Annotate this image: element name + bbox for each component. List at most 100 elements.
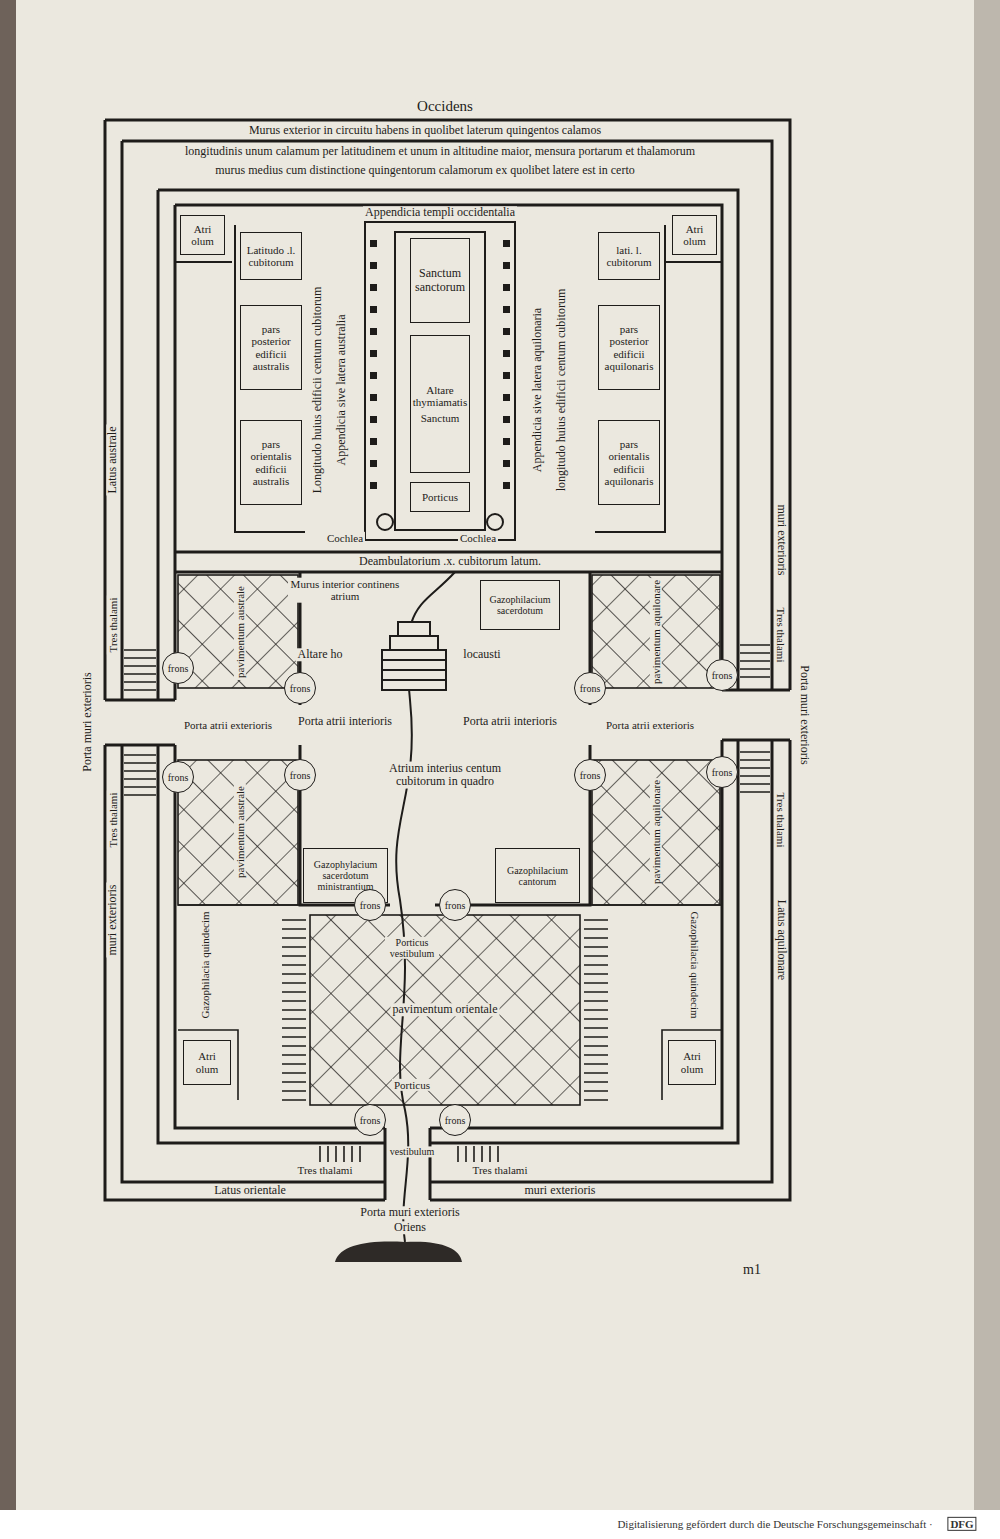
vertical-label: Appendicia sive latera australia (335, 313, 348, 468)
plan-label: Atrium interius centum cubitorum in quad… (368, 762, 522, 789)
frons-circle: frons (354, 1104, 386, 1136)
plan-label: Deambulatorium .x. cubitorum latum. (357, 555, 543, 568)
room-label: Gazophilacium sacerdotum (484, 594, 556, 616)
vertical-label: Longitudo huius edificii centum cubitoru… (311, 285, 324, 496)
plan-label: Altare ho (296, 648, 345, 661)
room-label: frons (290, 770, 311, 781)
room-label: frons (168, 772, 189, 783)
room-label: frons (712, 670, 733, 681)
vertical-label: longitudo huius edificii centum cubitoru… (555, 287, 568, 494)
frons-circle: frons (574, 672, 606, 704)
middle-wall-inner-line (175, 205, 722, 1128)
vertical-label: Tres thalami (775, 791, 787, 850)
room-box: Atri olum (180, 215, 225, 255)
plan-label: Porta atrii exterioris (603, 719, 697, 731)
room-box: pars orientalis edificii australis (240, 420, 302, 505)
plan-label: Appendicia templi occidentalia (363, 206, 517, 219)
room-label: pars orientalis edificii australis (244, 438, 298, 486)
vertical-label: Porta muri exterioris (797, 663, 810, 766)
room-box: Gazophilacium sacerdotum (480, 580, 560, 630)
room-label: Latitudo .l. cubitorum (244, 244, 298, 268)
middle-wall (158, 190, 738, 1143)
room-label: frons (712, 767, 733, 778)
temple-inner-outline (395, 232, 485, 530)
frons-circle: frons (354, 889, 386, 921)
plan-label: pavimentum orientale (391, 1003, 500, 1016)
vertical-label: Porta muri exterioris (81, 670, 94, 773)
room-label: frons (360, 900, 381, 911)
room-label: frons (168, 663, 189, 674)
hatched-pavement (178, 575, 298, 688)
walls (105, 120, 790, 1200)
room-label: frons (445, 1115, 466, 1126)
frons-circle: frons (284, 759, 316, 791)
plan-label: vestibulum (388, 1146, 436, 1157)
room-label: Gazophilacium cantorum (499, 865, 576, 887)
plan-label: DFG (947, 1517, 976, 1531)
room-label: lati. l. cubitorum (602, 244, 656, 268)
room-box: Porticus (410, 482, 470, 512)
frons-circle: frons (162, 761, 194, 793)
pavements (178, 575, 720, 1105)
cochlea-symbol (487, 514, 503, 530)
room-label: frons (360, 1115, 381, 1126)
frons-circle: frons (706, 756, 738, 788)
vertical-label: Latus australe (106, 425, 119, 496)
room-label: Sanctum sanctorum (414, 267, 466, 293)
plan-label: Porta atrii interioris (461, 715, 559, 728)
vertical-label: Gazophilacia quindecim (199, 909, 211, 1020)
temple-outline (365, 222, 515, 540)
plan-label: murus medius cum distinctione quingentor… (213, 164, 637, 177)
hatched-pavement (178, 760, 298, 905)
room-box: Gazophilacium cantorum (495, 848, 580, 903)
plan-label: Murus exterior in circuitu habens in quo… (247, 124, 603, 137)
room-label: frons (580, 770, 601, 781)
room-box: pars posterior edificii aquilonaris (598, 305, 660, 390)
plan-label: Digitalisierung gefördert durch die Deut… (615, 1518, 934, 1530)
temple-pillars (370, 240, 510, 489)
vertical-label: Tres thalami (775, 606, 787, 665)
vertical-label: pavimentum aquilonare (650, 778, 662, 886)
plan-label: Porta atrii exterioris (181, 719, 275, 731)
footer-band (0, 1510, 1000, 1539)
thalami-steps (124, 645, 770, 1162)
room-label: pars posterior edificii aquilonaris (602, 323, 656, 371)
inner-court-wall (300, 572, 590, 905)
cochlea-symbol (377, 514, 393, 530)
room-box: Sanctum sanctorum (410, 238, 470, 323)
vertical-label: pavimentum aquilonare (650, 578, 662, 686)
vertical-label: pavimentum australe (234, 584, 246, 680)
plan-label: Porticus vestibulum (385, 937, 439, 959)
outer-wall-inner-line (122, 141, 772, 1182)
plan-label: Porta muri exterioris (358, 1206, 461, 1219)
room-label: pars orientalis edificii aquilonaris (602, 438, 656, 486)
frons-circle: frons (162, 652, 194, 684)
hatched-pavement (310, 915, 580, 1105)
room-label: frons (290, 683, 311, 694)
hatched-pavement (592, 760, 720, 905)
room-box: Atri olum (668, 1040, 716, 1085)
room-label: Porticus (422, 491, 458, 503)
plan-label: Murus interior continens atrium (288, 578, 402, 603)
plan-label: muri exterioris (523, 1184, 598, 1197)
room-label: Gazophylacium sacerdotum ministrantium (307, 859, 384, 892)
gate-passages (105, 690, 790, 1200)
plan-label: Tres thalami (471, 1164, 530, 1176)
vertical-label: Appendicia sive latera aquilonaria (531, 306, 544, 474)
plan-label: Porta atrii interioris (296, 715, 394, 728)
outer-wall (105, 120, 790, 1200)
hatched-pavement (592, 575, 720, 688)
plan-label: m1 (741, 1262, 763, 1278)
vertical-label: Latus aquilonare (774, 898, 787, 982)
room-box: lati. l. cubitorum (598, 232, 660, 280)
room-label: Sanctum (421, 412, 460, 424)
plan-label: Occidens (415, 98, 475, 115)
frons-circle: frons (284, 672, 316, 704)
room-label: pars posterior edificii australis (244, 323, 298, 371)
frons-circle: frons (439, 889, 471, 921)
vertical-label: pavimentum australe (234, 784, 246, 880)
vertical-label: Tres thalami (107, 596, 119, 655)
plan-label: Latus orientale (212, 1184, 288, 1197)
